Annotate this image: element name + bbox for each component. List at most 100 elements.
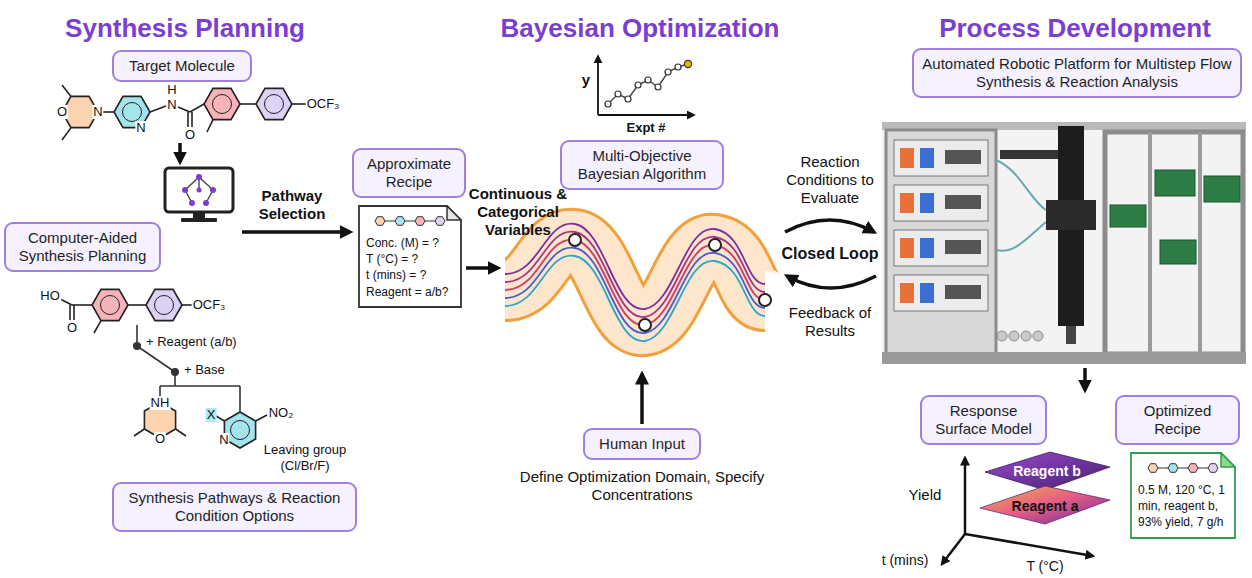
progress-plot bbox=[598, 56, 694, 115]
process-box: Human Input bbox=[583, 428, 701, 460]
target-molecule-part bbox=[150, 106, 166, 112]
process-box: Optimized Recipe bbox=[1115, 395, 1240, 445]
flow-arrow-part bbox=[178, 143, 182, 162]
recipe-line: T (°C) = ? bbox=[366, 251, 456, 267]
target-molecule-part bbox=[213, 95, 232, 114]
robot-photo-part-part bbox=[900, 238, 914, 258]
text-label: Define Optimization Domain, Specify Conc… bbox=[512, 468, 772, 504]
robot-photo-part-part bbox=[1033, 331, 1043, 341]
title-box: Target Molecule bbox=[112, 50, 252, 82]
gaussian-process-band-part-part bbox=[639, 319, 651, 331]
robot-photo-part-part bbox=[1110, 205, 1146, 227]
atom-label: X bbox=[206, 408, 217, 422]
process-box: Automated Robotic Platform for Multistep… bbox=[912, 48, 1242, 98]
starting-materials-part bbox=[155, 296, 174, 315]
box-label: Response Surface Model bbox=[930, 402, 1037, 438]
atom-label: OCF₃ bbox=[306, 97, 341, 111]
target-molecule-part bbox=[204, 88, 240, 119]
starting-materials bbox=[60, 289, 267, 448]
response-surface-plot-part-part bbox=[964, 458, 967, 534]
box-label: Synthesis Pathways & Reaction Condition … bbox=[122, 489, 347, 525]
atom-label: N bbox=[92, 105, 103, 119]
robot-photo-part bbox=[1148, 132, 1152, 354]
text-label: t (mins) bbox=[882, 552, 929, 568]
robot-photo-part bbox=[945, 150, 981, 299]
progress-plot-part bbox=[597, 56, 599, 115]
atom-label: O bbox=[154, 432, 166, 446]
computer-icon-part-part bbox=[196, 174, 202, 180]
computer-icon-part-part bbox=[197, 188, 202, 193]
starting-materials-part bbox=[182, 304, 192, 306]
robot-photo-part-part bbox=[945, 240, 981, 254]
recipe-line: t (mins) = ? bbox=[366, 267, 456, 283]
box-label: Computer-Aided Synthesis Planning bbox=[14, 229, 151, 265]
atom-label: N bbox=[218, 433, 229, 447]
atom-label: O bbox=[184, 128, 196, 142]
starting-materials-part bbox=[134, 429, 144, 436]
computer-icon bbox=[165, 168, 233, 222]
robot-photo-part bbox=[920, 148, 934, 303]
progress-plot-part-part bbox=[675, 64, 681, 70]
starting-materials-part bbox=[101, 296, 120, 315]
robot-photo-part-part bbox=[894, 185, 988, 221]
response-surface-plot bbox=[942, 452, 1110, 564]
gaussian-process-band-part bbox=[505, 232, 765, 318]
text-label: y bbox=[582, 71, 590, 89]
atom-label: O bbox=[66, 321, 78, 335]
progress-plot-part-part bbox=[635, 82, 641, 88]
starting-materials-part bbox=[73, 305, 75, 320]
computer-icon-part bbox=[185, 177, 213, 203]
target-molecule-part bbox=[256, 88, 292, 119]
progress-plot-part bbox=[598, 114, 694, 116]
response-surface-plot-part-part bbox=[965, 534, 1093, 556]
recipe-line: Reagent = a/b? bbox=[366, 284, 456, 300]
recipe-document: Conc. (M) = ?T (°C) = ?t (mins) = ?Reage… bbox=[358, 205, 462, 308]
atom-label: OCF₃ bbox=[192, 298, 227, 312]
section-heading: Process Development bbox=[939, 13, 1211, 44]
pathway-tree-part bbox=[172, 369, 178, 375]
document-fold bbox=[1221, 453, 1235, 467]
gaussian-process-band-part-part bbox=[709, 239, 721, 251]
box-label: Multi-Objective Bayesian Algorithm bbox=[570, 147, 714, 183]
progress-plot-part-part bbox=[625, 96, 631, 102]
process-box: Computer-Aided Synthesis Planning bbox=[4, 222, 161, 272]
gaussian-process-band-part bbox=[505, 240, 765, 326]
starting-materials-part bbox=[92, 289, 128, 320]
robot-photo-part bbox=[894, 140, 988, 311]
starting-materials-part bbox=[72, 304, 92, 306]
process-box: Response Surface Model bbox=[920, 395, 1047, 445]
gaussian-process-band-part bbox=[505, 248, 765, 334]
target-molecule-part bbox=[62, 85, 71, 96]
text-label: Expt # bbox=[626, 120, 665, 135]
recipe-document: 0.5 M, 120 °C, 1 min, reagent b, 93% yie… bbox=[1130, 452, 1236, 539]
computer-icon-part-part bbox=[203, 200, 209, 206]
progress-plot-part-part bbox=[615, 91, 621, 97]
process-box: Multi-Objective Bayesian Algorithm bbox=[560, 140, 724, 190]
robot-photo-part bbox=[886, 130, 996, 355]
target-molecule-part bbox=[178, 107, 190, 112]
target-molecule-part bbox=[187, 112, 189, 127]
robot-photo-part bbox=[996, 160, 1046, 251]
atom-label: NO₂ bbox=[268, 406, 295, 420]
document-shape bbox=[1131, 453, 1235, 538]
robot-photo-part bbox=[1046, 200, 1096, 230]
box-label: Automated Robotic Platform for Multistep… bbox=[922, 55, 1232, 91]
robot-photo-part-part bbox=[1009, 331, 1019, 341]
text-label: Closed Loop bbox=[782, 245, 879, 263]
robot-photo-part-part bbox=[1021, 331, 1031, 341]
robot-photo-part-part bbox=[920, 283, 934, 303]
robot-photo-part-part bbox=[997, 331, 1007, 341]
progress-plot-part bbox=[684, 60, 691, 67]
robot-photo-part bbox=[1105, 132, 1243, 354]
atom-label: H bbox=[166, 83, 177, 97]
robot-photo-part bbox=[997, 331, 1043, 341]
atom-label: NH bbox=[150, 396, 171, 410]
robot-photo-part-part bbox=[920, 148, 934, 168]
robot-photo-part bbox=[1000, 150, 1060, 159]
document-fold bbox=[447, 206, 461, 220]
robot-photo-part bbox=[1110, 170, 1240, 264]
robot-photo-part bbox=[900, 148, 914, 303]
progress-plot-part bbox=[608, 64, 688, 104]
progress-plot-part-part bbox=[605, 101, 611, 107]
computer-icon-part bbox=[165, 168, 233, 212]
